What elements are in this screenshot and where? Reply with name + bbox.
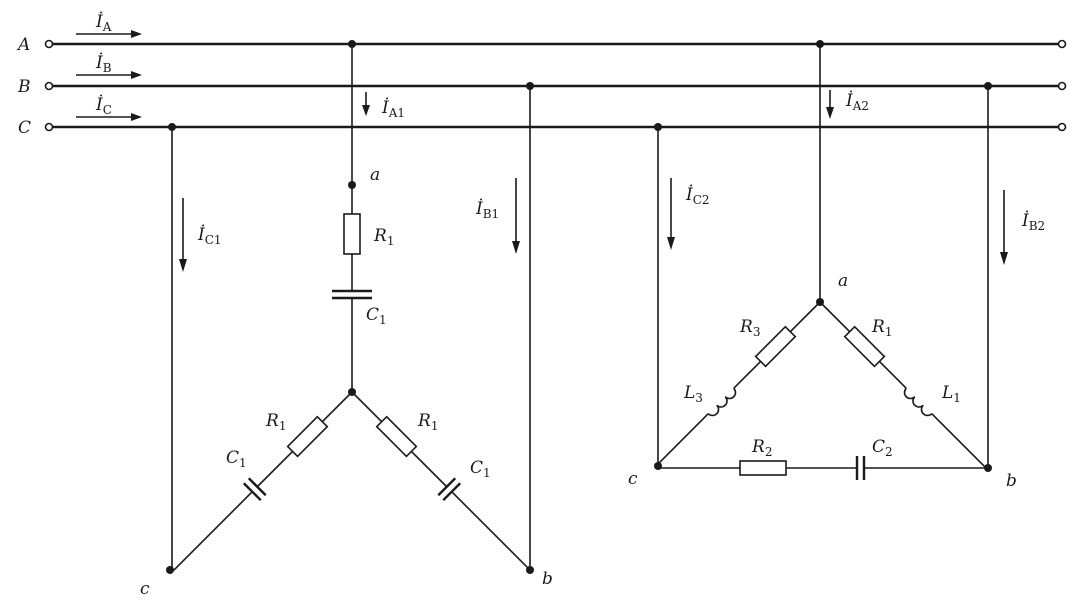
delta-inductor-l3-label: L3 [683,383,703,405]
delta-inductor-l1-label: L1 [941,383,961,405]
star-resistor-right [375,415,418,458]
line-label-a: A [16,35,30,55]
star-node-a-label: a [370,165,380,185]
delta-node-a-label: a [838,271,848,291]
current-label-ib2: İB2 [1021,210,1045,233]
terminal-a-right [1057,39,1067,49]
current-label-ib1: İB1 [475,198,499,221]
delta-resistor-r2 [739,460,787,476]
terminal-a-left [44,39,54,49]
star-resistor-top-label: R1 [373,226,394,248]
terminal-c-right [1057,122,1067,132]
star-node-c-label: c [140,579,150,599]
line-current-arrows: İA İB İC [76,11,142,121]
supply-lines: A B C [16,35,1067,138]
terminal-c-left [44,122,54,132]
star-load: a R1 C1 c R1 C1 [140,40,553,599]
star-node-b-label: b [542,569,553,589]
current-label-ia1: İA1 [381,97,405,120]
delta-capacitor-c2-label: C2 [872,437,893,459]
terminal-b-right [1057,81,1067,91]
current-label-ib: İB [95,52,112,75]
current-label-ic: İC [95,94,112,117]
current-label-ia2: İA2 [845,90,869,113]
star-resistor-right-label: R1 [417,411,438,433]
delta-load: a b c R3 L3 R1 L1 R2 [628,40,1045,491]
delta-resistor-r1-label: R1 [871,317,892,339]
star-capacitor-top-label: C1 [366,305,387,327]
current-label-ia: İA [95,11,112,34]
delta-node-c-label: c [628,469,638,489]
terminal-b-left [44,81,54,91]
delta-resistor-r2-label: R2 [751,437,772,459]
star-resistor-left-label: R1 [265,411,286,433]
current-label-ic2: İC2 [685,184,710,207]
current-label-ic1: İC1 [197,224,222,247]
star-resistor-top [343,213,361,255]
delta-resistor-r3 [754,325,797,368]
line-label-b: B [17,77,31,97]
delta-inductor-l3 [707,387,737,417]
star-capacitor-right-label: C1 [470,458,491,480]
delta-inductor-l1 [903,387,933,417]
star-capacitor-left-label: C1 [226,448,247,470]
line-label-c: C [18,118,31,138]
delta-resistor-r3-label: R3 [739,317,760,339]
star-resistor-left [286,415,329,458]
delta-node-b-label: b [1006,471,1017,491]
